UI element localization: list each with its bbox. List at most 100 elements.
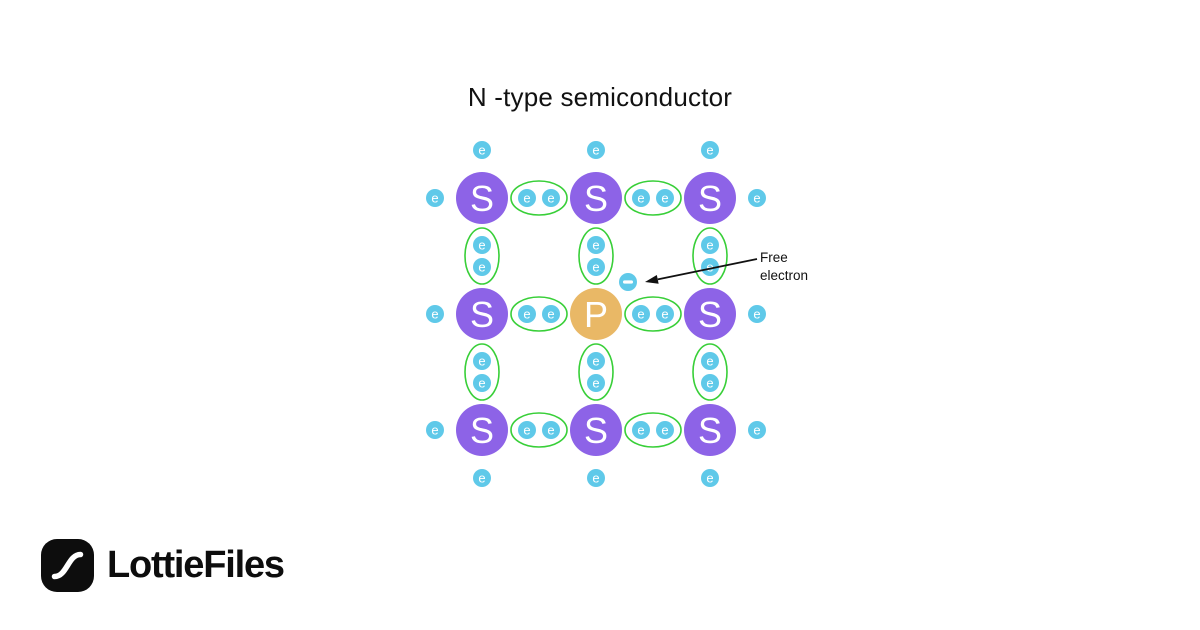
bond-electron-symbol: e bbox=[478, 354, 485, 369]
covalent-bond bbox=[464, 227, 500, 285]
outer-electron bbox=[748, 305, 766, 323]
free-electron-arrowhead bbox=[645, 274, 659, 284]
covalent-bond bbox=[510, 412, 568, 448]
bond-electron-symbol: e bbox=[523, 307, 530, 322]
bond-electron-symbol: e bbox=[547, 191, 554, 206]
bond-electron bbox=[473, 258, 491, 276]
bond-electron bbox=[632, 421, 650, 439]
outer-electron bbox=[426, 305, 444, 323]
outer-electron-symbol: e bbox=[592, 143, 599, 158]
bond-electron-symbol: e bbox=[547, 307, 554, 322]
bond-electron bbox=[518, 305, 536, 323]
lottiefiles-wordmark: LottieFiles bbox=[107, 543, 285, 586]
atom-p bbox=[570, 288, 622, 340]
bond-electron-symbol: e bbox=[637, 423, 644, 438]
atom-symbol-s: S bbox=[584, 178, 608, 219]
bond-electron-symbol: e bbox=[706, 238, 713, 253]
bond-electron bbox=[632, 305, 650, 323]
bond-electron bbox=[518, 189, 536, 207]
bond-electron bbox=[473, 374, 491, 392]
covalent-bond bbox=[464, 343, 500, 401]
outer-electron bbox=[473, 469, 491, 487]
covalent-bond bbox=[624, 296, 682, 332]
bond-electron-symbol: e bbox=[661, 307, 668, 322]
lottiefiles-curve-icon bbox=[41, 538, 94, 592]
bond-electron-symbol: e bbox=[478, 260, 485, 275]
outer-electron bbox=[426, 189, 444, 207]
outer-electron-symbol: e bbox=[431, 191, 438, 206]
bond-electron bbox=[701, 374, 719, 392]
bond-electron bbox=[473, 352, 491, 370]
free-electron-arrow bbox=[657, 258, 758, 281]
bond-electron bbox=[701, 236, 719, 254]
outer-electron-symbol: e bbox=[753, 307, 760, 322]
outer-electron-symbol: e bbox=[753, 423, 760, 438]
atom-symbol-s: S bbox=[698, 410, 722, 451]
covalent-bond bbox=[624, 180, 682, 216]
bond-electron-symbol: e bbox=[547, 423, 554, 438]
atom-s bbox=[456, 288, 508, 340]
diagram-title: N -type semiconductor bbox=[467, 82, 733, 112]
outer-electron-symbol: e bbox=[431, 423, 438, 438]
bond-electron bbox=[587, 374, 605, 392]
atom-s bbox=[570, 172, 622, 224]
atom-symbol-p: P bbox=[584, 294, 608, 335]
outer-electron-symbol: e bbox=[706, 143, 713, 158]
atom-s bbox=[570, 404, 622, 456]
outer-electron bbox=[701, 469, 719, 487]
outer-electron-symbol: e bbox=[431, 307, 438, 322]
outer-electron-symbol: e bbox=[478, 471, 485, 486]
bond-electron-symbol: e bbox=[592, 354, 599, 369]
atom-symbol-s: S bbox=[584, 410, 608, 451]
covalent-bond bbox=[510, 296, 568, 332]
bond-electron bbox=[587, 258, 605, 276]
bond-electron bbox=[587, 352, 605, 370]
bond-electron bbox=[656, 189, 674, 207]
bond-electron bbox=[473, 236, 491, 254]
atom-symbol-s: S bbox=[470, 410, 494, 451]
bond-electron bbox=[518, 421, 536, 439]
bond-electron-symbol: e bbox=[523, 191, 530, 206]
atom-s bbox=[684, 172, 736, 224]
covalent-bond bbox=[624, 412, 682, 448]
covalent-bond bbox=[578, 343, 614, 401]
atom-symbol-s: S bbox=[470, 294, 494, 335]
bond-electron-symbol: e bbox=[706, 260, 713, 275]
bond-electron bbox=[632, 189, 650, 207]
outer-electron bbox=[426, 421, 444, 439]
outer-electron bbox=[748, 421, 766, 439]
atom-symbol-s: S bbox=[698, 178, 722, 219]
bond-electron bbox=[542, 421, 560, 439]
outer-electron bbox=[701, 141, 719, 159]
bond-electron-symbol: e bbox=[592, 376, 599, 391]
outer-electron bbox=[748, 189, 766, 207]
lottiefiles-logo: LottieFiles bbox=[41, 538, 285, 592]
atom-s bbox=[684, 288, 736, 340]
free-electron-label: Free electron bbox=[760, 250, 809, 284]
atom-symbol-s: S bbox=[470, 178, 494, 219]
bond-electron bbox=[656, 421, 674, 439]
bond-electron-symbol: e bbox=[478, 238, 485, 253]
bond-electron bbox=[701, 352, 719, 370]
bond-electron-symbol: e bbox=[637, 307, 644, 322]
bond-electron-symbol: e bbox=[478, 376, 485, 391]
atom-s bbox=[456, 404, 508, 456]
outer-electron bbox=[587, 469, 605, 487]
bond-electron-symbol: e bbox=[706, 354, 713, 369]
outer-electron-symbol: e bbox=[478, 143, 485, 158]
bond-electron bbox=[587, 236, 605, 254]
bond-electron-symbol: e bbox=[523, 423, 530, 438]
covalent-bond bbox=[578, 227, 614, 285]
covalent-bond bbox=[510, 180, 568, 216]
bond-electron bbox=[542, 305, 560, 323]
bond-electron-symbol: e bbox=[592, 238, 599, 253]
atom-s bbox=[684, 404, 736, 456]
minus-sign bbox=[623, 280, 633, 284]
outer-electron-symbol: e bbox=[706, 471, 713, 486]
bond-electron-symbol: e bbox=[706, 376, 713, 391]
outer-electron bbox=[587, 141, 605, 159]
atom-s bbox=[456, 172, 508, 224]
covalent-bond bbox=[692, 343, 728, 401]
